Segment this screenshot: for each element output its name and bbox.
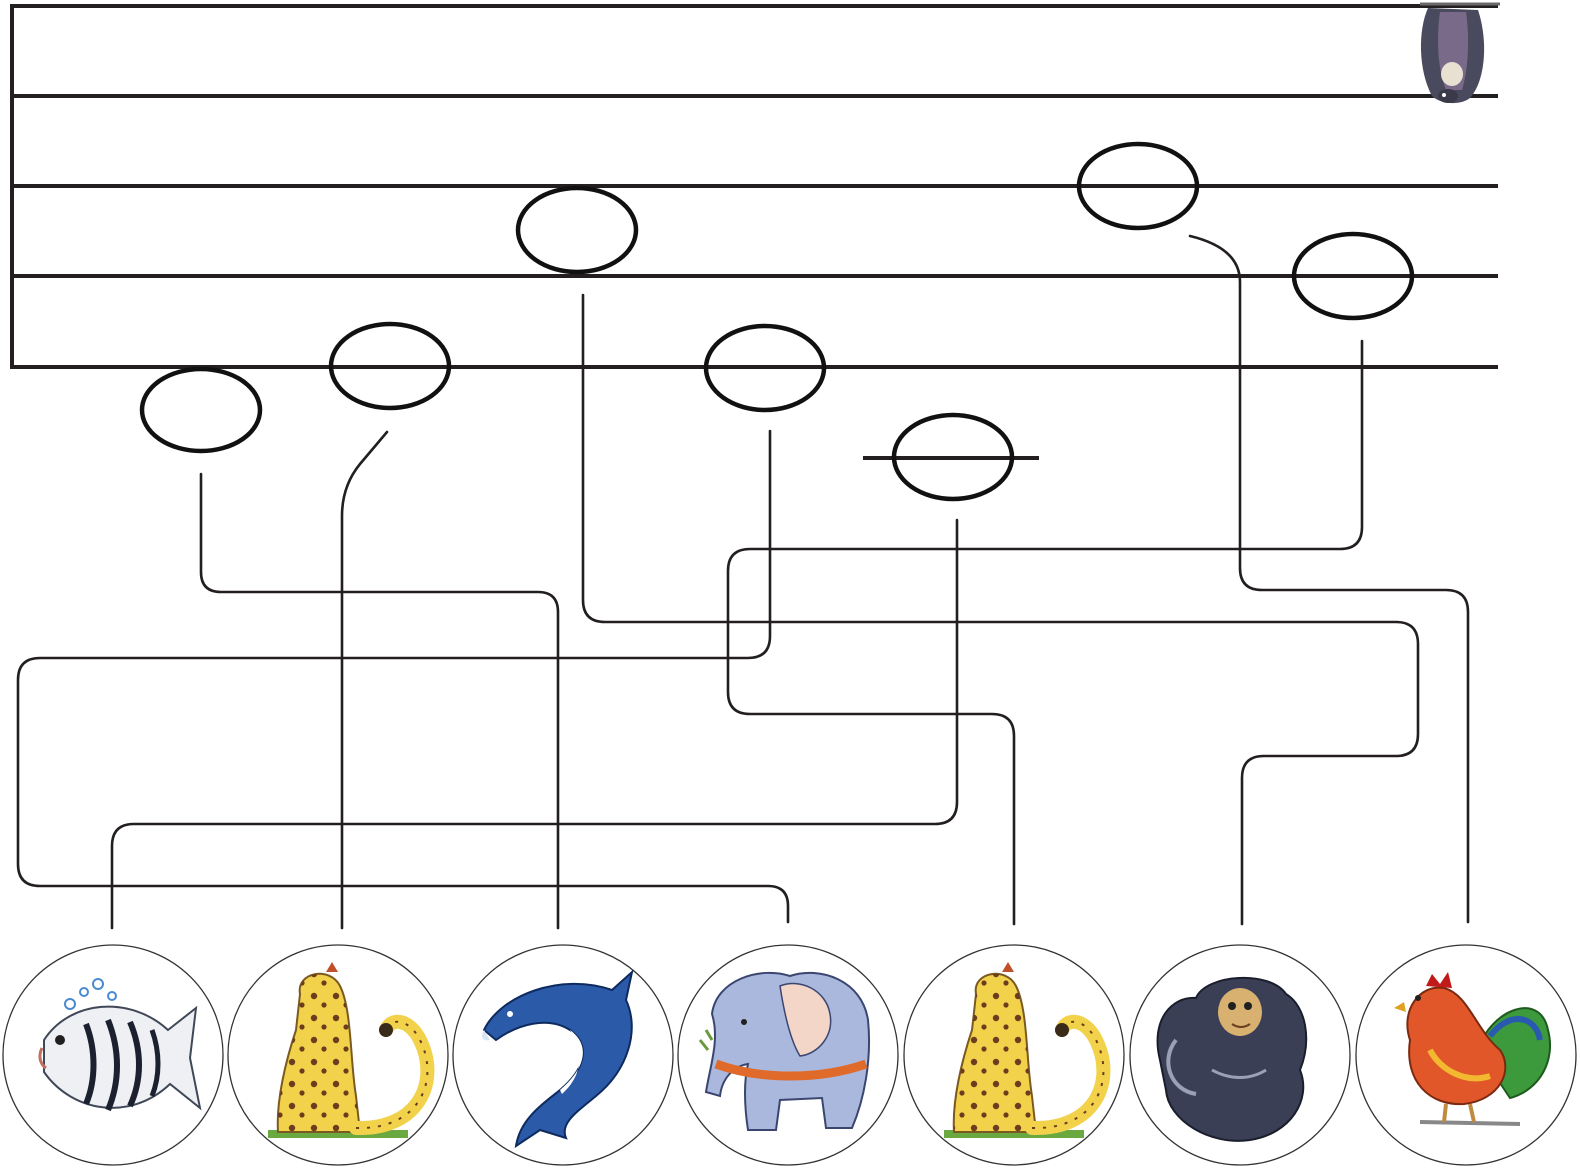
note-head-6[interactable] bbox=[1076, 141, 1200, 231]
connector-note5-fish bbox=[110, 518, 959, 930]
note-heads bbox=[139, 141, 1415, 502]
elephant-icon bbox=[698, 971, 871, 1131]
monkey-disc[interactable] bbox=[1129, 944, 1351, 1166]
connector-note6-rooster bbox=[1188, 234, 1470, 924]
note-head-4[interactable] bbox=[703, 323, 827, 413]
leopard-icon bbox=[268, 962, 435, 1138]
connector-lines bbox=[16, 234, 1470, 930]
leopard-disc-1[interactable] bbox=[227, 944, 449, 1166]
connector-note3-monkey bbox=[581, 293, 1420, 926]
note-head-7[interactable] bbox=[1291, 231, 1415, 321]
connector-note7-leopard bbox=[726, 339, 1364, 926]
fish-icon bbox=[38, 978, 202, 1112]
animal-row bbox=[2, 944, 1577, 1166]
leopard-disc-2[interactable] bbox=[903, 944, 1125, 1166]
connector-note1-dolphin bbox=[199, 472, 560, 930]
dolphin-disc[interactable] bbox=[452, 944, 674, 1166]
rooster-disc[interactable] bbox=[1355, 944, 1577, 1166]
fish-disc[interactable] bbox=[2, 944, 224, 1166]
note-head-1[interactable] bbox=[139, 366, 263, 454]
connector-note2-leopard bbox=[340, 430, 389, 930]
monkey-icon bbox=[1156, 976, 1308, 1142]
note-head-3[interactable] bbox=[515, 185, 639, 275]
rooster-icon bbox=[1394, 972, 1551, 1126]
leopard-icon bbox=[944, 962, 1111, 1138]
hanging-bat-icon bbox=[1420, 2, 1500, 104]
note-head-5[interactable] bbox=[891, 412, 1015, 502]
note-head-2[interactable] bbox=[328, 321, 452, 411]
music-staff bbox=[10, 4, 1498, 369]
elephant-disc[interactable] bbox=[677, 944, 899, 1166]
connector-note4-elephant bbox=[16, 429, 790, 924]
dolphin-icon bbox=[482, 969, 634, 1149]
